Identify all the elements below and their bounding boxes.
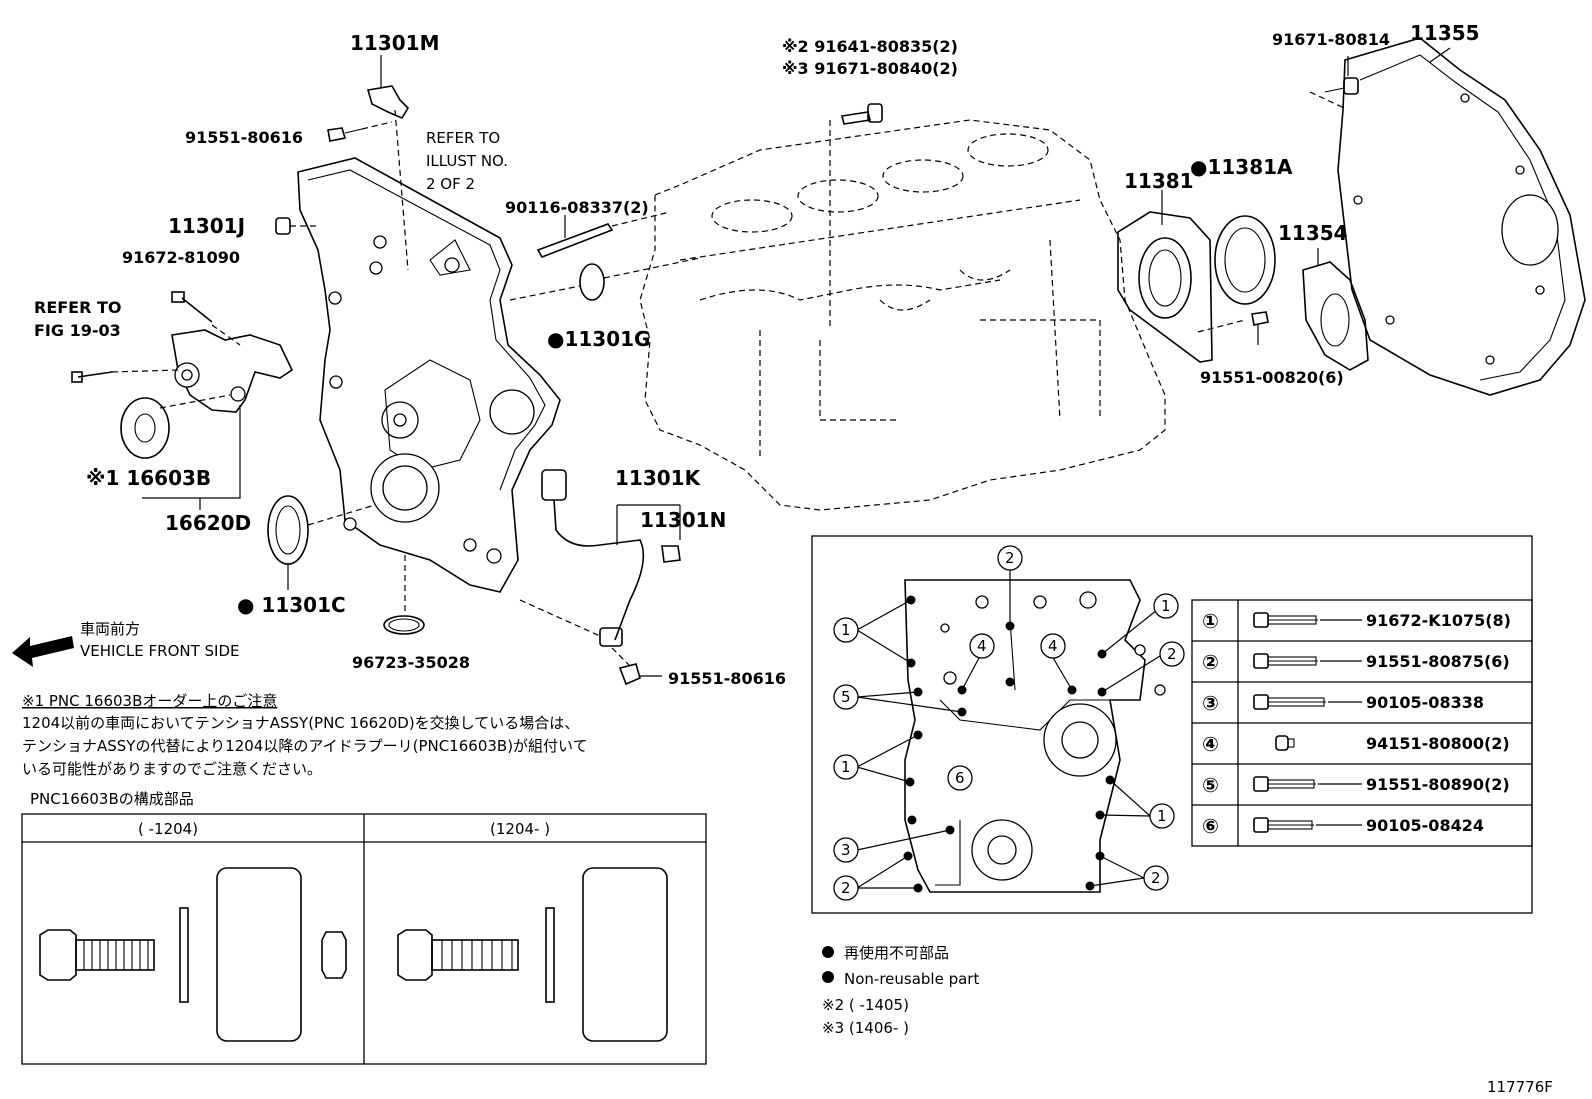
callout-16620D: 16620D bbox=[165, 511, 251, 535]
callout-96723-35028: 96723-35028 bbox=[352, 653, 470, 672]
inset-marker-2b: 2 bbox=[1005, 549, 1015, 567]
callout-91671-80840: ※3 91671-80840(2) bbox=[782, 59, 958, 78]
inset-marker-5: 5 bbox=[841, 688, 851, 706]
callout-11381: 11381 bbox=[1124, 169, 1194, 193]
legend-part-5: 91551-80890(2) bbox=[1366, 775, 1510, 794]
non-reusable-dot-jp bbox=[822, 946, 834, 958]
inset-marker-2a: 2 bbox=[841, 879, 851, 897]
callout-11354: 11354 bbox=[1278, 221, 1348, 245]
inset-marker-2d: 2 bbox=[1151, 869, 1161, 887]
bolt-91551-80616-top bbox=[327, 121, 393, 142]
non-reusable-dot-en bbox=[822, 971, 834, 983]
legend-part-3: 90105-08338 bbox=[1366, 693, 1484, 712]
legend-num-4: ④ bbox=[1202, 732, 1219, 756]
callout-11355: 11355 bbox=[1410, 21, 1480, 45]
legend-num-3: ③ bbox=[1202, 691, 1219, 715]
inset-marker-1a: 1 bbox=[841, 621, 851, 639]
callout-11301N: 11301N bbox=[640, 508, 726, 532]
callout-refer-fig-1: REFER TO bbox=[34, 298, 122, 317]
o-ring-96723 bbox=[383, 555, 425, 635]
callout-11301C: ● 11301C bbox=[237, 593, 346, 617]
inset-marker-3: 3 bbox=[841, 841, 851, 859]
cylinder-block bbox=[639, 119, 1166, 511]
callout-16603B: ※1 16603B bbox=[86, 466, 211, 490]
figure-id: 117776F bbox=[1487, 1078, 1553, 1096]
o-ring-11301G bbox=[509, 257, 701, 301]
legend-num-1: ① bbox=[1202, 609, 1219, 633]
callout-refer-illust-3: 2 OF 2 bbox=[426, 175, 475, 193]
callout-11301G: ●11301G bbox=[547, 327, 650, 351]
inset-marker-1d: 1 bbox=[1157, 807, 1167, 825]
cam-position-sensor bbox=[366, 55, 410, 271]
legend-num-6: ⑥ bbox=[1202, 814, 1219, 838]
inset-marker-1c: 1 bbox=[1161, 597, 1171, 615]
legend-num-2: ② bbox=[1202, 650, 1219, 674]
legend-part-6: 90105-08424 bbox=[1366, 816, 1484, 835]
note-title: ※1 PNC 16603Bオーダー上のご注意 bbox=[22, 692, 277, 710]
inset-marker-1b: 1 bbox=[841, 758, 851, 776]
legend-mark-3: ※3 (1406- ) bbox=[822, 1019, 909, 1037]
rear-seal-retainer bbox=[1117, 190, 1276, 363]
legend-mark-2: ※2 ( -1405) bbox=[822, 996, 909, 1014]
components-title: PNC16603Bの構成部品 bbox=[30, 790, 194, 808]
callout-11301J: 11301J bbox=[168, 214, 245, 238]
callout-11381A: ●11381A bbox=[1190, 155, 1293, 179]
vehicle-front-arrow bbox=[12, 636, 74, 667]
legend-part-4: 94151-80800(2) bbox=[1366, 734, 1510, 753]
stud-bolt-90116 bbox=[536, 211, 671, 258]
inset-marker-4a: 4 bbox=[977, 637, 987, 655]
callout-91551-80616-bottom: 91551-80616 bbox=[668, 669, 786, 688]
callout-91551-00820: 91551-00820(6) bbox=[1200, 368, 1344, 387]
oil-separator bbox=[1302, 248, 1369, 371]
components-table: ( -1204) (1204- ) bbox=[21, 813, 707, 1065]
inset-marker-4b: 4 bbox=[1048, 637, 1058, 655]
tensioner-assembly bbox=[71, 291, 294, 510]
end-plate bbox=[1309, 37, 1586, 396]
timing-chain-cover bbox=[297, 157, 561, 593]
knock-sensor-harness bbox=[519, 469, 681, 686]
legend-non-reusable-en: Non-reusable part bbox=[844, 970, 979, 988]
callout-11301M: 11301M bbox=[350, 31, 439, 55]
legend-part-1: 91672-K1075(8) bbox=[1366, 611, 1511, 630]
note-line2: テンショナASSYの代替により1204以降のアイドラプーリ(PNC16603B)… bbox=[22, 737, 588, 755]
callout-91672-81090: 91672-81090 bbox=[122, 248, 240, 267]
callout-91671-80814: 91671-80814 bbox=[1272, 30, 1390, 49]
vehicle-front-jp: 車両前方 bbox=[80, 620, 140, 638]
legend-part-2: 91551-80875(6) bbox=[1366, 652, 1510, 671]
callout-refer-illust-2: ILLUST NO. bbox=[426, 152, 508, 170]
callout-refer-illust-1: REFER TO bbox=[426, 129, 500, 147]
bolt-91641 bbox=[829, 103, 883, 330]
plug-11301J bbox=[275, 217, 318, 235]
callout-91551-80616-top: 91551-80616 bbox=[185, 128, 303, 147]
legend-non-reusable-jp: 再使用不可部品 bbox=[844, 944, 949, 962]
callout-11301K: 11301K bbox=[615, 466, 702, 490]
vehicle-front-en: VEHICLE FRONT SIDE bbox=[80, 642, 240, 660]
inset-marker-2c: 2 bbox=[1167, 645, 1177, 663]
callout-91641-80835: ※2 91641-80835(2) bbox=[782, 37, 958, 56]
callout-90116-08337: 90116-08337(2) bbox=[505, 198, 649, 217]
legend-num-5: ⑤ bbox=[1202, 773, 1219, 797]
oil-seal-11301C bbox=[267, 495, 376, 590]
components-col2-header: (1204- ) bbox=[490, 820, 550, 838]
bolt-legend-table bbox=[1191, 599, 1533, 847]
bolt-layout-inset bbox=[811, 535, 1533, 914]
note-line3: いる可能性がありますのでご注意ください。 bbox=[22, 760, 322, 778]
inset-marker-6: 6 bbox=[955, 769, 965, 787]
callout-refer-fig-2: FIG 19-03 bbox=[34, 321, 121, 340]
components-col1-header: ( -1204) bbox=[138, 820, 198, 838]
note-line1: 1204以前の車両においてテンショナASSY(PNC 16620D)を交換してい… bbox=[22, 714, 579, 732]
